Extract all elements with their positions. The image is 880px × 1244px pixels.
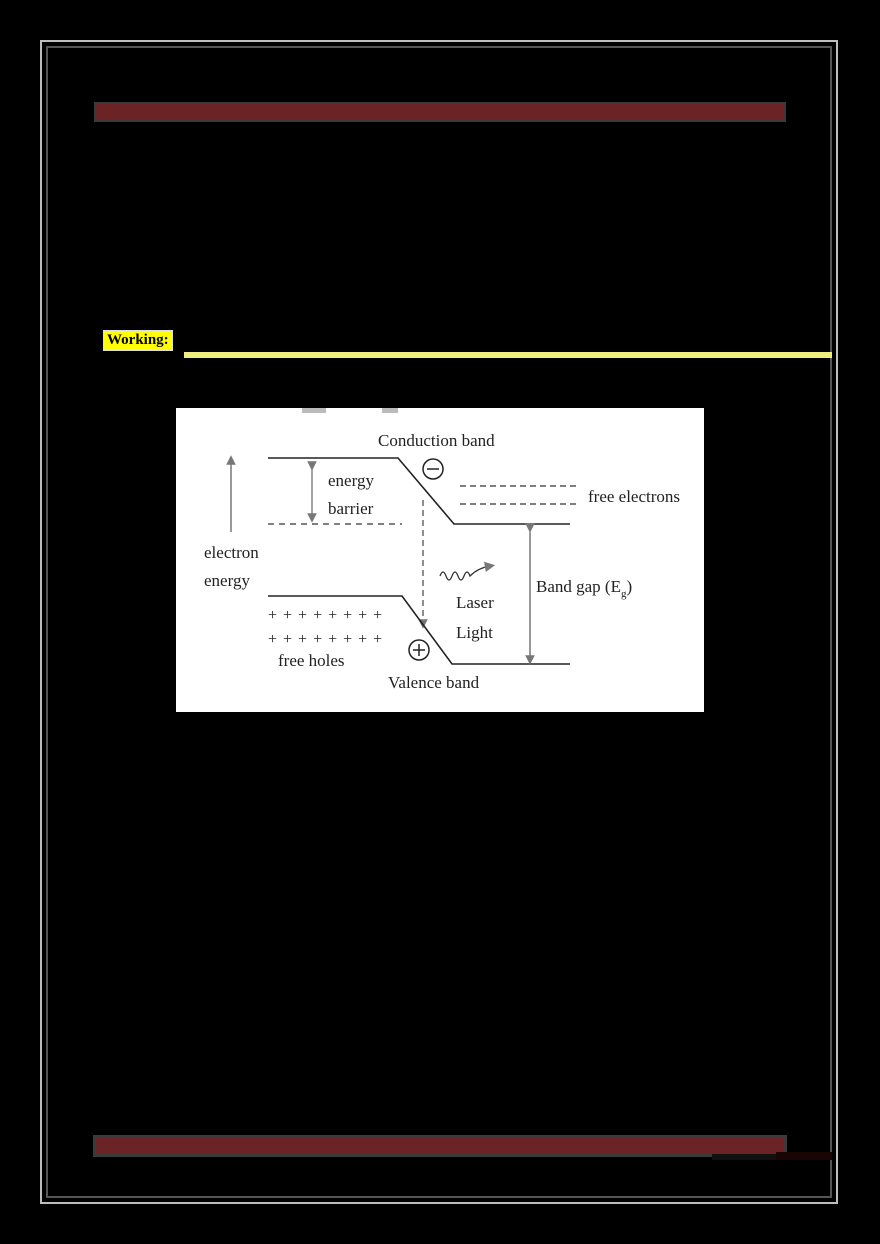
- electron-minus-icon: [422, 458, 444, 480]
- plus-row-2: + + + + + + + +: [268, 631, 383, 648]
- page-border-inner: [46, 46, 832, 1198]
- section-rule: [184, 352, 832, 358]
- header-title: [240, 96, 640, 106]
- electron-energy-arrow: electron energy: [204, 455, 259, 590]
- energy-barrier-label-2: barrier: [328, 499, 374, 518]
- band-gap-subscript: g: [621, 588, 627, 600]
- plus-row-1: + + + + + + + +: [268, 607, 383, 624]
- electron-energy-label-2: energy: [204, 571, 250, 590]
- section-heading-working: Working:: [104, 331, 172, 350]
- page-number: [712, 1154, 776, 1160]
- band-gap-close: ): [626, 577, 632, 596]
- footer-bar: [96, 1138, 784, 1154]
- band-gap-label: Band gap (E: [536, 577, 621, 596]
- free-electrons: free electrons: [460, 485, 680, 506]
- free-holes: + + + + + + + + + + + + + + + + free hol…: [268, 607, 383, 670]
- footer-accent: [776, 1152, 832, 1160]
- band-diagram-figure: Conduction band electron energy energy b…: [176, 408, 704, 712]
- hole-plus-icon: [408, 639, 430, 661]
- laser-label-1: Laser: [456, 593, 494, 612]
- svg-text:Band gap (Eg): Band gap (Eg): [536, 577, 632, 600]
- photon-wave-icon: [439, 561, 496, 581]
- page-border-outer: [40, 40, 838, 1204]
- laser-light: Laser Light: [439, 561, 496, 642]
- band-gap: Band gap (Eg): [525, 523, 632, 665]
- free-holes-label: free holes: [278, 651, 345, 670]
- conduction-band: Conduction band: [268, 431, 570, 525]
- energy-barrier: energy barrier: [268, 461, 402, 525]
- conduction-band-label: Conduction band: [378, 431, 495, 450]
- laser-label-2: Light: [456, 623, 493, 642]
- energy-barrier-label-1: energy: [328, 471, 374, 490]
- free-electrons-label: free electrons: [588, 487, 680, 506]
- electron-energy-label-1: electron: [204, 543, 259, 562]
- valence-band-label: Valence band: [388, 673, 480, 692]
- valence-band: Valence band: [268, 595, 570, 692]
- header-bar: [96, 104, 784, 120]
